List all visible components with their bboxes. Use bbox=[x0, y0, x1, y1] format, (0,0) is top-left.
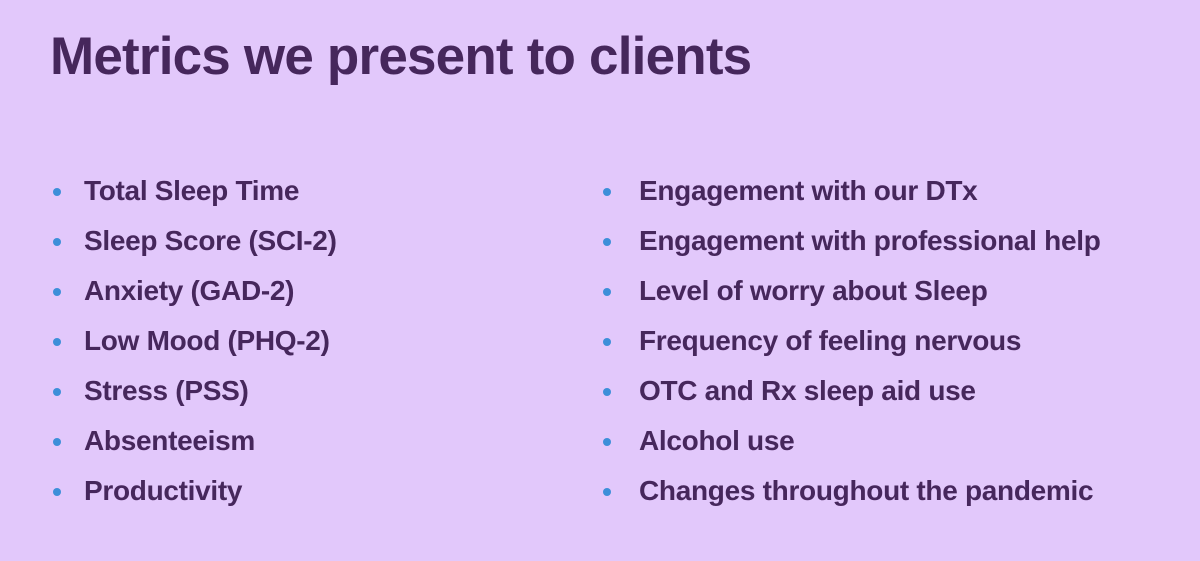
bullet-dot-icon bbox=[603, 438, 611, 446]
bullet-dot-icon bbox=[603, 388, 611, 396]
bullet-dot-icon bbox=[603, 288, 611, 296]
list-item-label: Stress (PSS) bbox=[84, 375, 249, 406]
list-item-label: Low Mood (PHQ-2) bbox=[84, 325, 330, 356]
list-item-label: OTC and Rx sleep aid use bbox=[639, 375, 976, 406]
list-item: Level of worry about Sleep bbox=[603, 266, 988, 316]
bullet-dot-icon bbox=[53, 288, 61, 296]
bullet-dot-icon bbox=[53, 338, 61, 346]
list-item: Stress (PSS) bbox=[53, 366, 555, 416]
bullet-dot-icon bbox=[53, 238, 61, 246]
bullet-dot-icon bbox=[603, 488, 611, 496]
bullet-dot-icon bbox=[53, 388, 61, 396]
list-item: Absenteeism bbox=[53, 416, 555, 466]
bullet-dot-icon bbox=[53, 438, 61, 446]
list-item-label: Level of worry about Sleep bbox=[639, 275, 988, 306]
list-item: Frequency of feeling nervous bbox=[603, 316, 1021, 366]
list-item: Engagement with professional help bbox=[603, 216, 1101, 266]
list-item: Low Mood (PHQ-2) bbox=[53, 316, 555, 366]
list-item: Productivity bbox=[53, 466, 555, 516]
page-title: Metrics we present to clients bbox=[50, 27, 752, 86]
list-item: OTC and Rx sleep aid use bbox=[603, 366, 976, 416]
list-item-label: Alcohol use bbox=[639, 425, 795, 456]
list-item: Engagement with our DTx bbox=[603, 166, 978, 216]
bullet-dot-icon bbox=[53, 188, 61, 196]
bullet-dot-icon bbox=[603, 338, 611, 346]
bullet-column-left: Total Sleep Time Sleep Score (SCI-2) Anx… bbox=[0, 166, 555, 516]
bullet-dot-icon bbox=[603, 188, 611, 196]
list-item: Total Sleep Time bbox=[53, 166, 555, 216]
list-item-label: Changes throughout the pandemic bbox=[639, 475, 1094, 506]
list-item-label: Frequency of feeling nervous bbox=[639, 325, 1022, 356]
bullet-columns: Total Sleep Time Sleep Score (SCI-2) Anx… bbox=[0, 166, 1200, 516]
bullet-dot-icon bbox=[603, 238, 611, 246]
list-item-label: Engagement with our DTx bbox=[639, 175, 978, 206]
list-item: Sleep Score (SCI-2) bbox=[53, 216, 555, 266]
list-item-label: Total Sleep Time bbox=[84, 175, 300, 206]
list-item: Alcohol use bbox=[603, 416, 795, 466]
list-item-label: Sleep Score (SCI-2) bbox=[84, 225, 337, 256]
bullet-column-right: Engagement with our DTx Engagement with … bbox=[0, 166, 1101, 516]
list-item-label: Anxiety (GAD-2) bbox=[84, 275, 295, 306]
list-item: Changes throughout the pandemic bbox=[603, 466, 1094, 516]
list-item: Anxiety (GAD-2) bbox=[53, 266, 555, 316]
list-item-label: Engagement with professional help bbox=[639, 225, 1101, 256]
list-item-label: Productivity bbox=[84, 475, 243, 506]
bullet-dot-icon bbox=[53, 488, 61, 496]
list-item-label: Absenteeism bbox=[84, 425, 255, 456]
